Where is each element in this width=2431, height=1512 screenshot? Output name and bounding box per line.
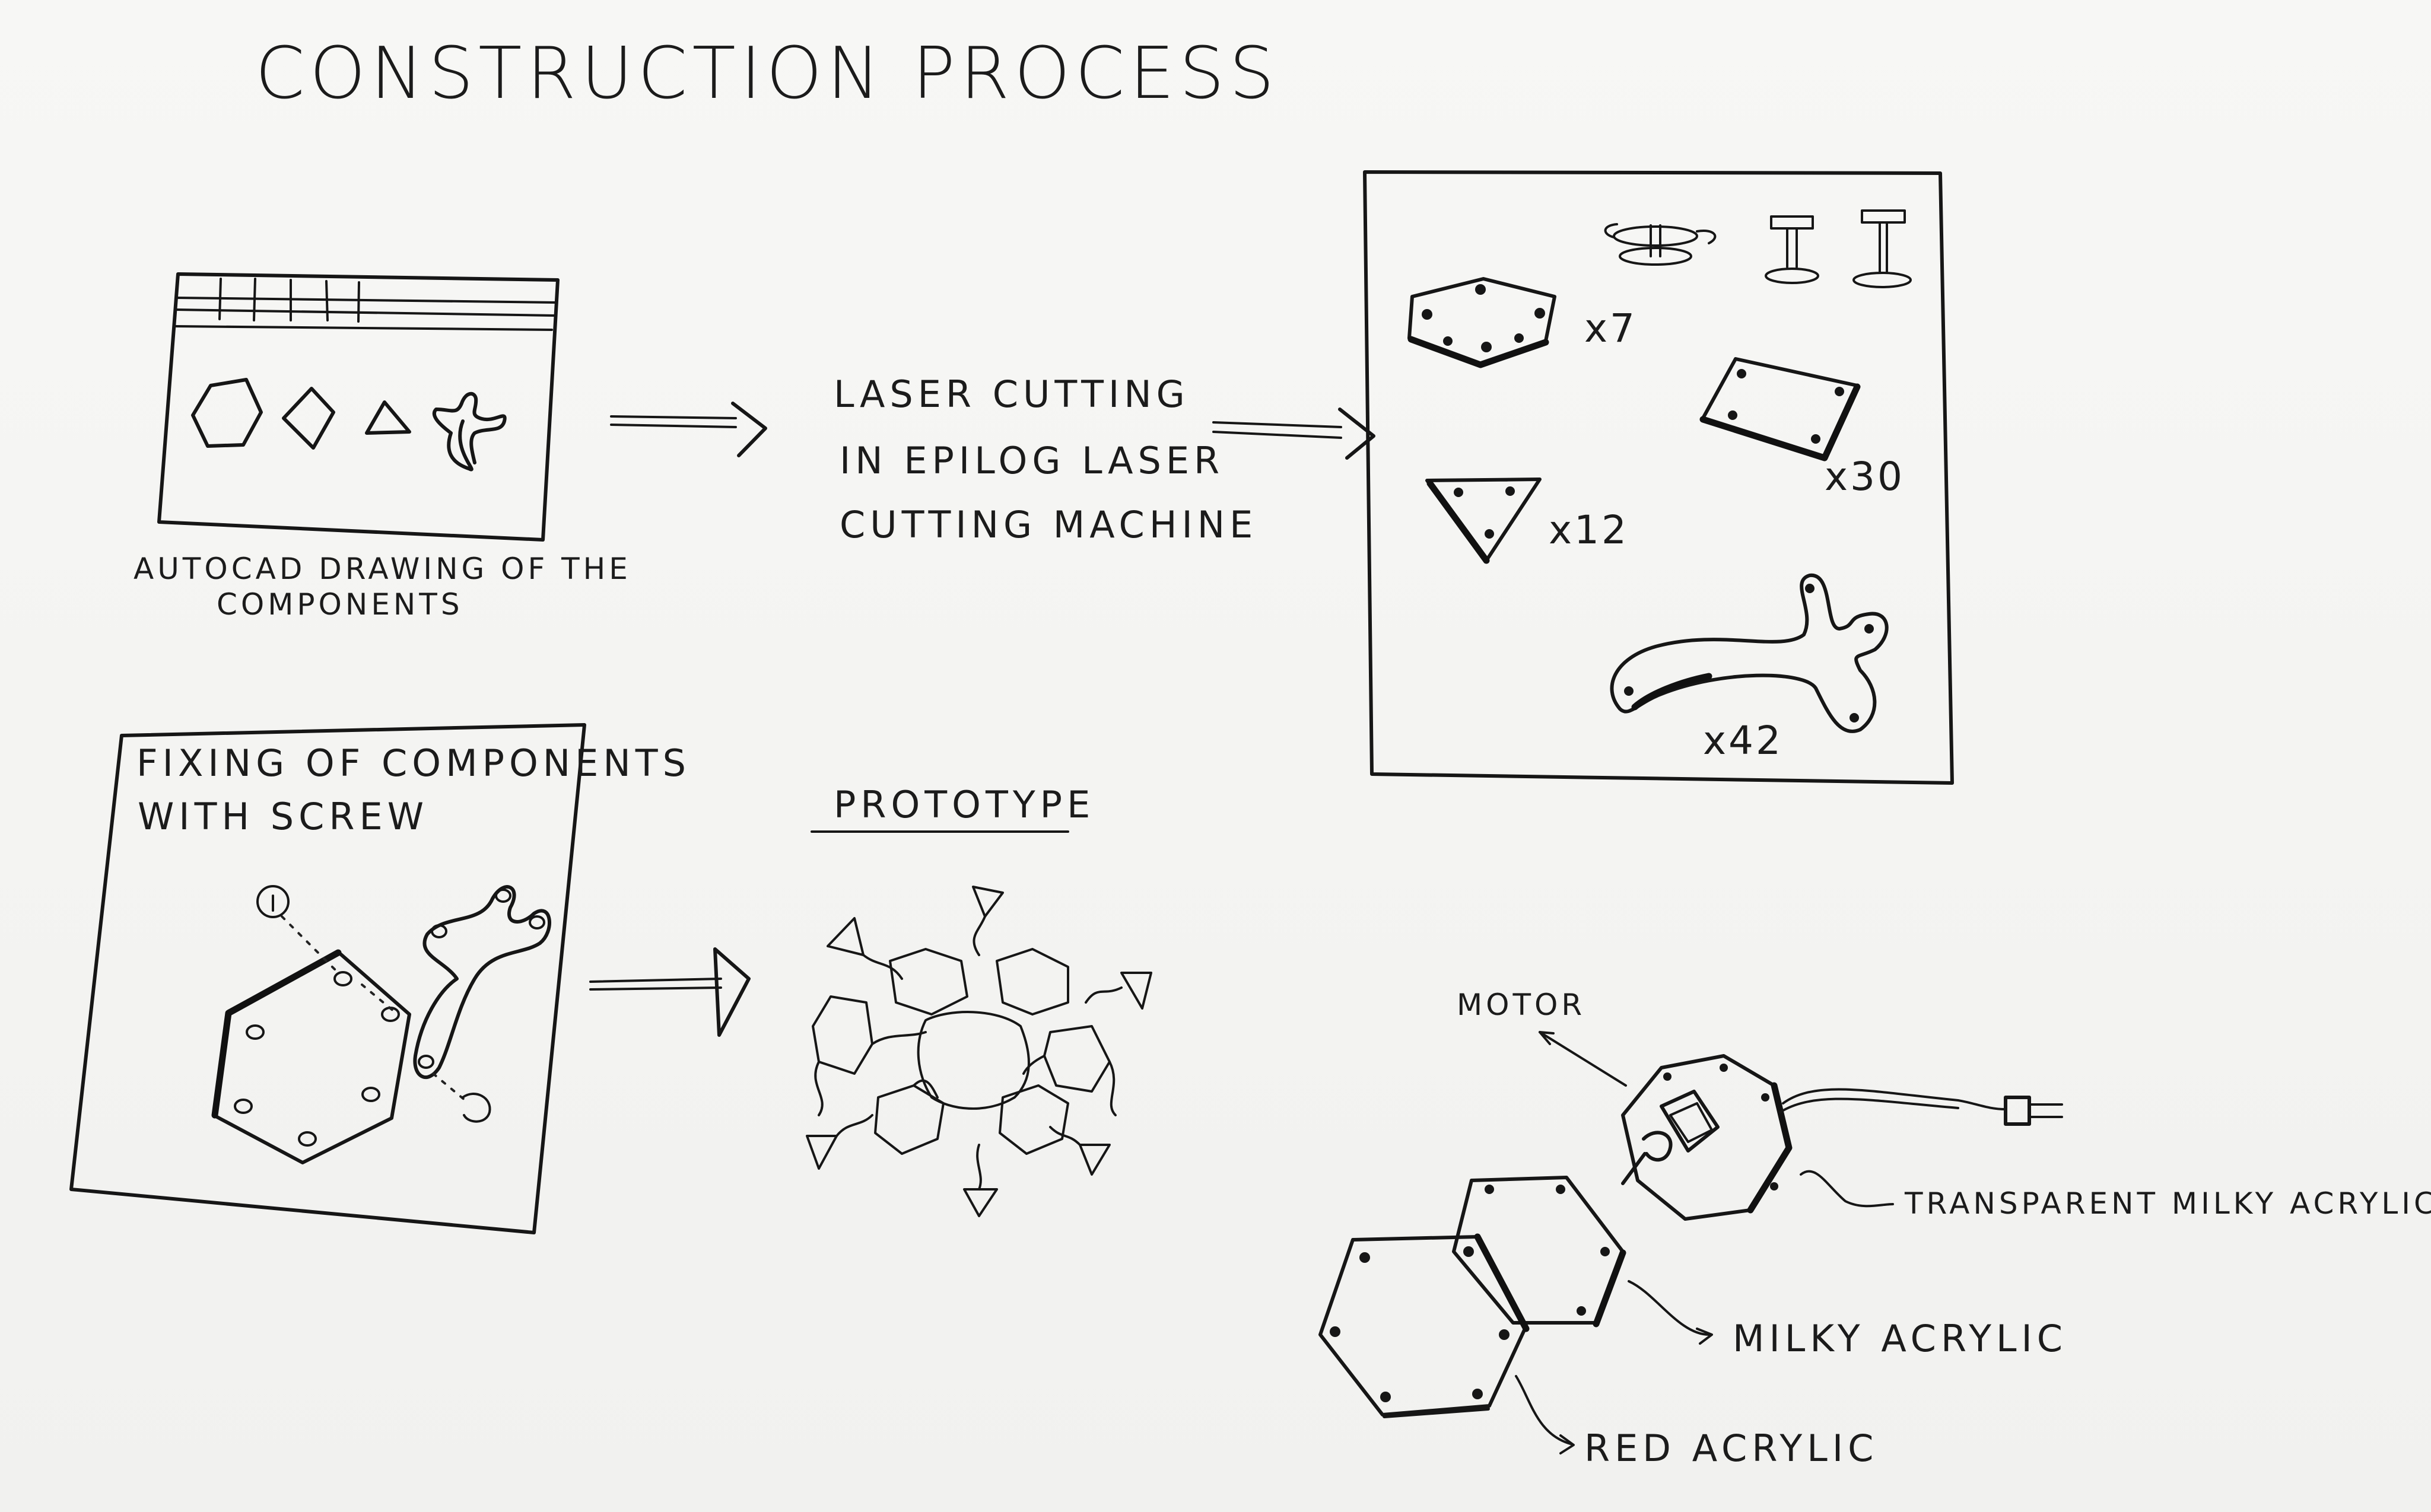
milky-leader [1628,1280,1710,1336]
prototype-sketch [806,886,1152,1217]
fixing-caption-line-1: FIXING OF COMPONENTS [136,741,691,785]
milky-acrylic-label: MILKY ACRYLIC [1733,1317,2068,1360]
red-leader [1515,1375,1574,1446]
page-title: CONSTRUCTION PROCESS [255,33,1279,115]
arrow-2 [1212,408,1375,460]
arrow-3 [589,947,751,1037]
milky-hexagon [1452,1176,1625,1325]
laser-cutting-line-2: IN EPILOG LASER [840,439,1225,482]
cut-triangle [1425,478,1542,562]
hexagon-quantity: x7 [1584,305,1638,351]
organic-quantity: x42 [1703,718,1784,763]
plug [2004,1096,2031,1126]
assembly-sketch [1318,1031,2063,1454]
hexagon-drawing [191,378,263,448]
motor-label: MOTOR [1457,988,1586,1022]
transparent-acrylic-label: TRANSPARENT MILKY ACRYLIC [1905,1186,2431,1221]
components-box [1363,170,1954,785]
screw-bottom [462,1093,491,1123]
fixing-hexagon [212,950,411,1164]
prototype-label: PROTOTYPE [834,783,1095,826]
autocad-caption-line-2: COMPONENTS [217,587,463,622]
motor-leader [1539,1031,1627,1087]
transparent-leader [1800,1170,1894,1208]
laser-cutting-line-1: LASER CUTTING [834,373,1190,416]
fixing-organic-piece [413,885,551,1080]
laser-cutting-line-3: CUTTING MACHINE [840,503,1258,546]
organic-piece-drawing [432,391,507,472]
arrow-1 [610,402,767,457]
fixing-box [69,723,586,1234]
square-quantity: x30 [1825,454,1905,499]
triangle-drawing [365,400,411,435]
autocad-window-sketch [157,272,560,542]
triangle-quantity: x12 [1549,507,1629,553]
screw-top [256,885,290,918]
fixing-caption-line-2: WITH SCREW [138,795,428,838]
red-acrylic-label: RED ACRYLIC [1584,1427,1879,1470]
diamond-drawing [282,387,335,450]
autocad-caption-line-1: AUTOCAD DRAWING OF THE [134,552,631,586]
cut-organic-piece [1610,573,1889,733]
motor-body [1660,1090,1720,1153]
